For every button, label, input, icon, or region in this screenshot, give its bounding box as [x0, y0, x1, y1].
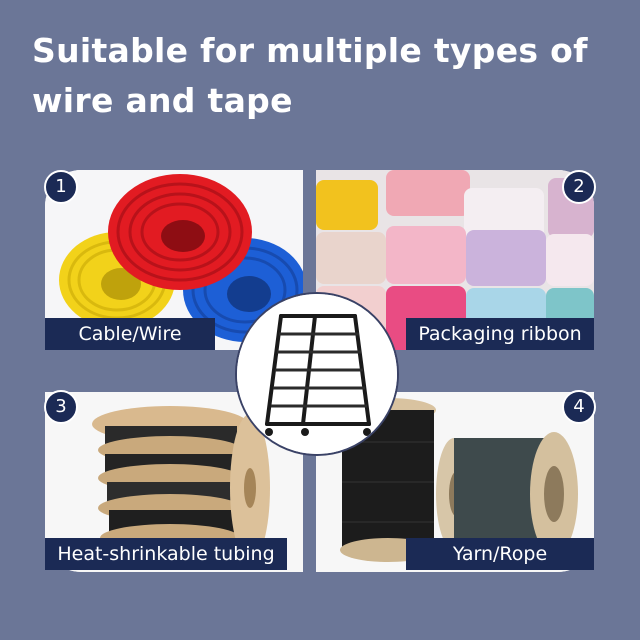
cable-wire-label: Cable/Wire: [45, 318, 215, 350]
spool-rack-photo: [237, 294, 397, 454]
number-badge-3: 3: [44, 390, 78, 424]
number-badge-4: 4: [562, 390, 596, 424]
page-title: Suitable for multiple types of wire and …: [32, 26, 622, 126]
title-line-2: wire and tape: [32, 81, 293, 120]
yarn-rope-label: Yarn/Rope: [406, 538, 594, 570]
number-badge-1: 1: [44, 170, 78, 204]
heat-shrink-tubing-label: Heat-shrinkable tubing: [45, 538, 287, 570]
spool-rack-image: [235, 292, 399, 456]
number-badge-2: 2: [562, 170, 596, 204]
title-line-1: Suitable for multiple types of: [32, 31, 588, 70]
packaging-ribbon-label: Packaging ribbon: [406, 318, 594, 350]
